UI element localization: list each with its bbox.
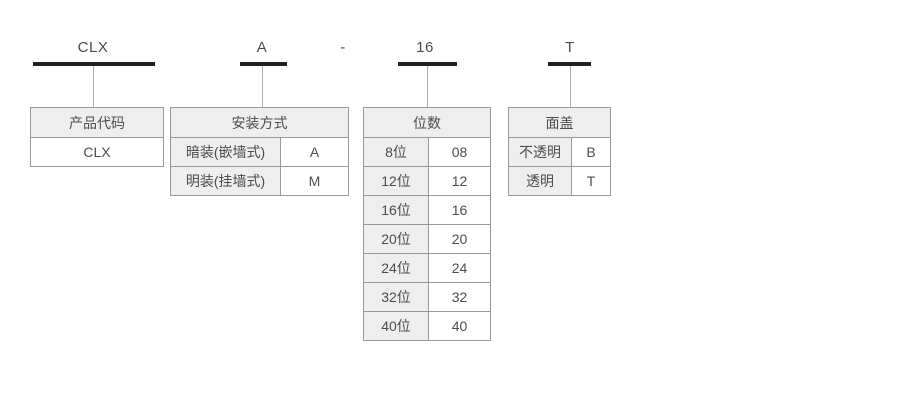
table-row: 24位 24 <box>363 253 491 283</box>
table-row: 16位 16 <box>363 195 491 225</box>
connector-line-installation <box>262 66 263 107</box>
code-underline-bar-cover <box>548 62 591 66</box>
connector-line-product <box>93 66 94 107</box>
table-header-row: 安装方式 <box>170 107 349 138</box>
option-label-cell: 透明 <box>508 166 572 196</box>
option-code-cell: 40 <box>428 311 491 341</box>
table-row: 8位 08 <box>363 137 491 167</box>
code-segment-cover: T <box>565 39 575 56</box>
product-code-table: 产品代码 CLX <box>30 107 164 167</box>
code-segment-product: CLX <box>77 39 109 56</box>
positions-table-title: 位数 <box>363 107 491 138</box>
cover-table: 面盖 不透明 B 透明 T <box>508 107 611 196</box>
option-label-cell: 24位 <box>363 253 429 283</box>
option-label-cell: 明装(挂墙式) <box>170 166 281 196</box>
option-code-cell: 12 <box>428 166 491 196</box>
code-segment-installation: A <box>256 39 268 56</box>
installation-table: 安装方式 暗装(嵌墙式) A 明装(挂墙式) M <box>170 107 349 196</box>
option-label-cell: 8位 <box>363 137 429 167</box>
product-code-table-title: 产品代码 <box>30 107 164 138</box>
option-label-cell: 20位 <box>363 224 429 254</box>
option-code-cell: T <box>571 166 611 196</box>
option-label-cell: 12位 <box>363 166 429 196</box>
option-label-cell: 32位 <box>363 282 429 312</box>
table-row: 明装(挂墙式) M <box>170 166 349 196</box>
option-label-cell: 16位 <box>363 195 429 225</box>
table-row: 40位 40 <box>363 311 491 341</box>
table-row: 32位 32 <box>363 282 491 312</box>
table-header-row: 产品代码 <box>30 107 164 138</box>
cover-table-title: 面盖 <box>508 107 611 138</box>
table-row: 不透明 B <box>508 137 611 167</box>
installation-table-title: 安装方式 <box>170 107 349 138</box>
code-underline-bar-positions <box>398 62 457 66</box>
option-label-cell: 不透明 <box>508 137 572 167</box>
option-code-cell: 08 <box>428 137 491 167</box>
table-header-row: 面盖 <box>508 107 611 138</box>
option-code-cell: B <box>571 137 611 167</box>
option-label-cell: 40位 <box>363 311 429 341</box>
table-row: CLX <box>30 137 164 167</box>
code-underline-bar-installation <box>240 62 287 66</box>
option-code-cell: 20 <box>428 224 491 254</box>
table-row: 暗装(嵌墙式) A <box>170 137 349 167</box>
product-code-value-cell: CLX <box>30 137 164 167</box>
connector-line-cover <box>570 66 571 107</box>
code-underline-bar-product <box>33 62 155 66</box>
table-row: 12位 12 <box>363 166 491 196</box>
option-code-cell: 24 <box>428 253 491 283</box>
option-code-cell: 16 <box>428 195 491 225</box>
option-code-cell: M <box>280 166 349 196</box>
table-row: 透明 T <box>508 166 611 196</box>
option-label-cell: 暗装(嵌墙式) <box>170 137 281 167</box>
code-separator-dash: - <box>340 39 346 56</box>
code-segment-positions: 16 <box>416 39 434 56</box>
table-row: 20位 20 <box>363 224 491 254</box>
connector-line-positions <box>427 66 428 107</box>
option-code-cell: 32 <box>428 282 491 312</box>
positions-table: 位数 8位 08 12位 12 16位 16 20位 20 24位 24 <box>363 107 491 341</box>
option-code-cell: A <box>280 137 349 167</box>
table-header-row: 位数 <box>363 107 491 138</box>
